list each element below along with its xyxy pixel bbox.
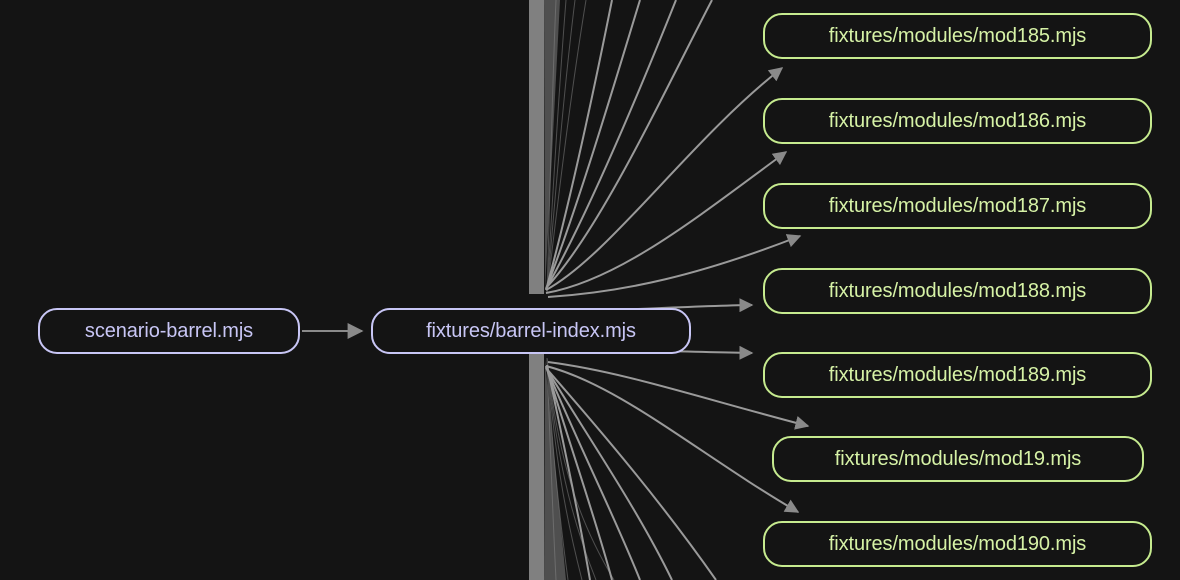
graph-node-label: fixtures/modules/mod189.mjs: [828, 364, 1087, 386]
graph-node-mod186[interactable]: fixtures/modules/mod186.mjs: [763, 98, 1152, 144]
graph-node-mod185[interactable]: fixtures/modules/mod185.mjs: [763, 13, 1152, 59]
edge-barrel-to-mod187: [547, 234, 802, 298]
edge-barrel-overflow-6: [545, 367, 673, 580]
edge-barrel-overflow-8: [545, 365, 613, 580]
edge-barrel-to-mod185: [545, 67, 784, 291]
graph-node-mod189[interactable]: fixtures/modules/mod189.mjs: [763, 352, 1152, 398]
graph-node-label: fixtures/barrel-index.mjs: [426, 320, 636, 342]
graph-node-label: fixtures/modules/mod187.mjs: [828, 195, 1087, 217]
edge-fan: [545, 0, 810, 580]
edge-bundle-dense: [529, 0, 615, 580]
edge-barrel-overflow-5: [545, 367, 717, 580]
edge-barrel-to-mod190: [545, 365, 800, 513]
graph-node-mod187[interactable]: fixtures/modules/mod187.mjs: [763, 183, 1152, 229]
graph-node-label: fixtures/modules/mod19.mjs: [834, 448, 1082, 470]
edge-barrel-to-mod186: [545, 151, 788, 294]
graph-node-mod19[interactable]: fixtures/modules/mod19.mjs: [772, 436, 1144, 482]
edge-barrel-overflow-7: [545, 366, 641, 580]
graph-node-barrel[interactable]: fixtures/barrel-index.mjs: [371, 308, 691, 354]
edge-barrel-overflow-9: [546, 364, 591, 580]
graph-node-mod190[interactable]: fixtures/modules/mod190.mjs: [763, 521, 1152, 567]
edge-barrel-overflow-2: [545, 0, 677, 290]
graph-node-label: scenario-barrel.mjs: [84, 320, 254, 342]
graph-node-mod188[interactable]: fixtures/modules/mod188.mjs: [763, 268, 1152, 314]
graph-node-label: fixtures/modules/mod190.mjs: [828, 533, 1087, 555]
edge-barrel-overflow-4: [545, 0, 613, 291]
edge-barrel-overflow-3: [545, 0, 641, 290]
edge-barrel-to-mod19: [547, 361, 810, 430]
graph-node-label: fixtures/modules/mod186.mjs: [828, 110, 1087, 132]
graph-node-label: fixtures/modules/mod188.mjs: [828, 280, 1087, 302]
graph-node-label: fixtures/modules/mod185.mjs: [828, 25, 1087, 47]
graph-node-entry[interactable]: scenario-barrel.mjs: [38, 308, 300, 354]
edge-barrel-overflow-1: [545, 0, 713, 289]
